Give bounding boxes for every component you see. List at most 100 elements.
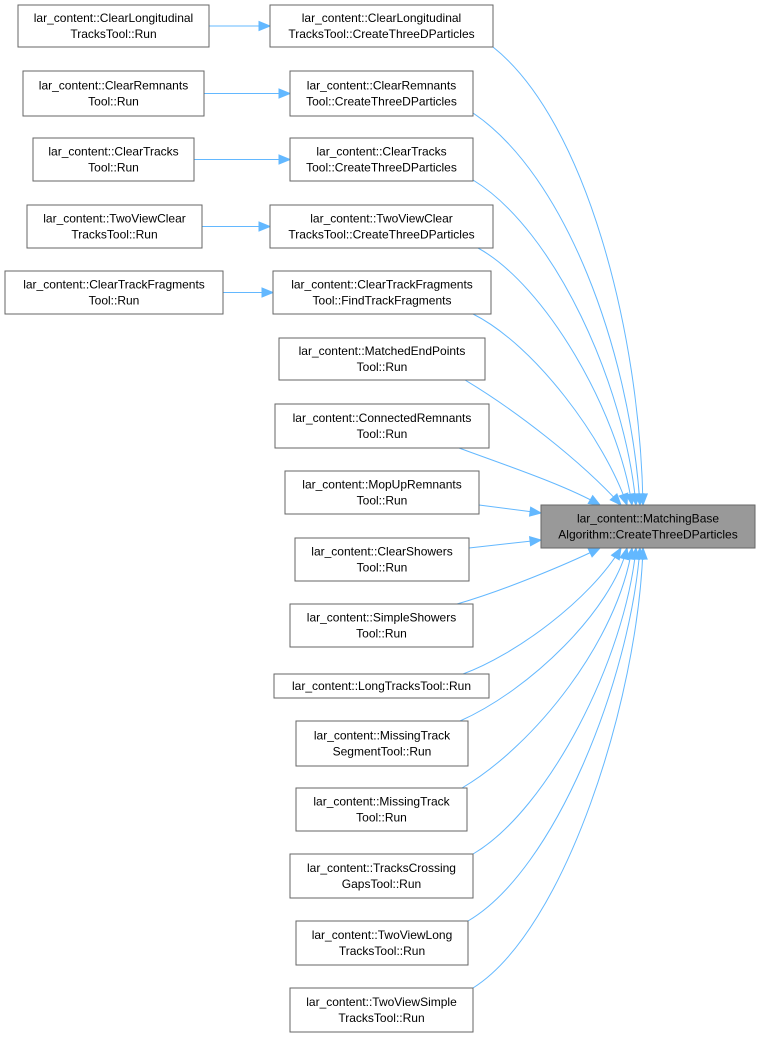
node-label-clearlongitudinal-run-line-2: TracksTool::Run	[70, 27, 156, 41]
node-box-cleartracks-run	[32, 137, 195, 182]
arrowhead-mopupremnants-run-to-matchingbase-createthreedparticles	[528, 506, 543, 517]
edge-twoviewclear-create-to-matchingbase-createthreedparticles	[477, 247, 633, 506]
node-longtracks-run[interactable]: lar_content::LongTracksTool::Run	[273, 673, 490, 699]
edge-connectedremnants-run-to-matchingbase-createthreedparticles	[458, 447, 601, 506]
arrowhead-longtracks-run-to-matchingbase-createthreedparticles	[610, 546, 622, 561]
node-label-mopupremnants-run-line-1: lar_content::MopUpRemnants	[302, 478, 461, 492]
arrowhead-clearremnants-run-to-clearremnants-create	[278, 88, 292, 99]
arrowhead-clearshowers-run-to-matchingbase-createthreedparticles	[528, 536, 543, 547]
arrowhead-clearlongitudinal-run-to-clearlongitudinal-create	[258, 20, 272, 32]
node-label-clearremnants-run-line-1: lar_content::ClearRemnants	[39, 79, 188, 93]
node-box-clearlongitudinal-run	[17, 4, 210, 48]
node-box-clearshowers-run	[294, 537, 470, 582]
nodes-layer: lar_content::ClearLongitudinalTracksTool…	[4, 4, 756, 1033]
node-label-clearremnants-run-line-2: Tool::Run	[88, 95, 139, 109]
arrowhead-cleartrackfragments-find-to-matchingbase-createthreedparticles	[618, 492, 629, 507]
node-label-missingtracksegment-run-line-2: SegmentTool::Run	[333, 745, 432, 759]
node-label-missingtrack-run-line-2: Tool::Run	[356, 811, 407, 825]
node-label-twoviewsimple-run-line-2: TracksTool::Run	[338, 1011, 424, 1025]
node-label-clearremnants-create-line-1: lar_content::ClearRemnants	[307, 79, 456, 93]
node-twoviewclear-create[interactable]: lar_content::TwoViewClearTracksTool::Cre…	[269, 204, 494, 249]
arrowhead-cleartracks-run-to-cleartracks-create	[278, 154, 292, 165]
node-box-clearremnants-run	[22, 70, 205, 117]
node-label-twoviewclear-create-line-1: lar_content::TwoViewClear	[310, 212, 453, 226]
node-box-clearlongitudinal-create	[269, 4, 494, 48]
node-missingtracksegment-run[interactable]: lar_content::MissingTrackSegmentTool::Ru…	[295, 720, 469, 767]
edge-clearshowers-run-to-matchingbase-createthreedparticles	[468, 539, 542, 549]
node-cleartrackfragments-find[interactable]: lar_content::ClearTrackFragmentsTool::Fi…	[272, 270, 492, 315]
node-box-mopupremnants-run	[284, 470, 480, 515]
node-twoviewsimple-run[interactable]: lar_content::TwoViewSimpleTracksTool::Ru…	[289, 987, 474, 1033]
node-label-clearshowers-run-line-1: lar_content::ClearShowers	[311, 545, 452, 559]
node-label-longtracks-run-line-1: lar_content::LongTracksTool::Run	[292, 679, 471, 693]
node-box-missingtrack-run	[295, 787, 468, 832]
node-cleartracks-create[interactable]: lar_content::ClearTracksTool::CreateThre…	[289, 137, 474, 182]
edge-clearlongitudinal-create-to-matchingbase-createthreedparticles	[492, 46, 644, 506]
node-clearlongitudinal-run[interactable]: lar_content::ClearLongitudinalTracksTool…	[17, 4, 210, 48]
node-label-clearshowers-run-line-2: Tool::Run	[357, 561, 408, 575]
edge-clearremnants-create-to-matchingbase-createthreedparticles	[472, 112, 641, 506]
node-label-missingtrack-run-line-1: lar_content::MissingTrack	[313, 795, 450, 809]
arrowhead-twoviewclear-create-to-matchingbase-createthreedparticles	[625, 492, 636, 507]
node-box-cleartrackfragments-find	[272, 270, 492, 315]
node-label-mopupremnants-run-line-2: Tool::Run	[357, 494, 408, 508]
node-label-connectedremnants-run-line-1: lar_content::ConnectedRemnants	[293, 411, 472, 425]
node-box-trackscrossinggaps-run	[289, 853, 474, 899]
node-matchingbase-createthreedparticles: lar_content::MatchingBaseAlgorithm::Crea…	[540, 504, 756, 549]
node-label-cleartracks-create-line-2: Tool::CreateThreeDParticles	[306, 161, 457, 175]
arrowhead-simpleshowers-run-to-matchingbase-createthreedparticles	[587, 547, 602, 558]
node-box-matchingbase-createthreedparticles	[540, 504, 756, 549]
node-label-twoviewsimple-run-line-1: lar_content::TwoViewSimple	[306, 995, 457, 1009]
node-label-clearremnants-create-line-2: Tool::CreateThreeDParticles	[306, 95, 457, 109]
node-label-cleartracks-create-line-1: lar_content::ClearTracks	[316, 145, 446, 159]
node-label-cleartracks-run-line-2: Tool::Run	[88, 161, 139, 175]
edge-simpleshowers-run-to-matchingbase-createthreedparticles	[456, 547, 601, 605]
edge-twoviewlong-run-to-matchingbase-createthreedparticles	[467, 547, 641, 922]
arrowhead-twoviewsimple-run-to-matchingbase-createthreedparticles	[637, 546, 648, 560]
node-box-simpleshowers-run	[289, 603, 474, 648]
node-label-cleartrackfragments-find-line-2: Tool::FindTrackFragments	[313, 294, 452, 308]
node-label-matchingbase-createthreedparticles-line-2: Algorithm::CreateThreeDParticles	[558, 528, 737, 542]
edge-missingtracksegment-run-to-matchingbase-createthreedparticles	[459, 547, 628, 722]
node-label-twoviewclear-run-line-1: lar_content::TwoViewClear	[43, 212, 186, 226]
arrowhead-matchedendpoints-run-to-matchingbase-createthreedparticles	[609, 492, 622, 506]
node-label-matchingbase-createthreedparticles-line-1: lar_content::MatchingBase	[577, 512, 719, 526]
node-label-clearlongitudinal-run-line-1: lar_content::ClearLongitudinal	[34, 11, 193, 25]
node-label-clearlongitudinal-create-line-1: lar_content::ClearLongitudinal	[302, 11, 461, 25]
node-label-twoviewlong-run-line-1: lar_content::TwoViewLong	[312, 928, 453, 942]
node-cleartrackfragments-run[interactable]: lar_content::ClearTrackFragmentsTool::Ru…	[4, 270, 224, 315]
node-box-cleartracks-create	[289, 137, 474, 182]
node-label-cleartrackfragments-run-line-1: lar_content::ClearTrackFragments	[23, 278, 205, 292]
arrowhead-twoviewclear-run-to-twoviewclear-create	[258, 221, 272, 232]
node-box-twoviewsimple-run	[289, 987, 474, 1033]
edge-cleartrackfragments-find-to-matchingbase-createthreedparticles	[472, 313, 628, 506]
node-clearremnants-create[interactable]: lar_content::ClearRemnantsTool::CreateTh…	[289, 70, 474, 117]
arrowhead-connectedremnants-run-to-matchingbase-createthreedparticles	[587, 494, 602, 506]
node-label-simpleshowers-run-line-1: lar_content::SimpleShowers	[307, 611, 456, 625]
node-label-clearlongitudinal-create-line-2: TracksTool::CreateThreeDParticles	[288, 27, 474, 41]
node-box-longtracks-run	[273, 673, 490, 699]
node-label-matchedendpoints-run-line-1: lar_content::MatchedEndPoints	[299, 344, 466, 358]
arrowhead-cleartrackfragments-run-to-cleartrackfragments-find	[261, 287, 275, 298]
node-label-connectedremnants-run-line-2: Tool::Run	[357, 427, 408, 441]
node-clearlongitudinal-create[interactable]: lar_content::ClearLongitudinalTracksTool…	[269, 4, 494, 48]
node-label-trackscrossinggaps-run-line-1: lar_content::TracksCrossing	[307, 861, 456, 875]
edge-twoviewsimple-run-to-matchingbase-createthreedparticles	[472, 547, 644, 989]
edge-matchedendpoints-run-to-matchingbase-createthreedparticles	[464, 379, 622, 506]
node-label-twoviewclear-run-line-2: TracksTool::Run	[71, 228, 157, 242]
node-box-twoviewclear-create	[269, 204, 494, 249]
node-label-trackscrossinggaps-run-line-2: GapsTool::Run	[342, 877, 421, 891]
node-label-cleartracks-run-line-1: lar_content::ClearTracks	[48, 145, 178, 159]
